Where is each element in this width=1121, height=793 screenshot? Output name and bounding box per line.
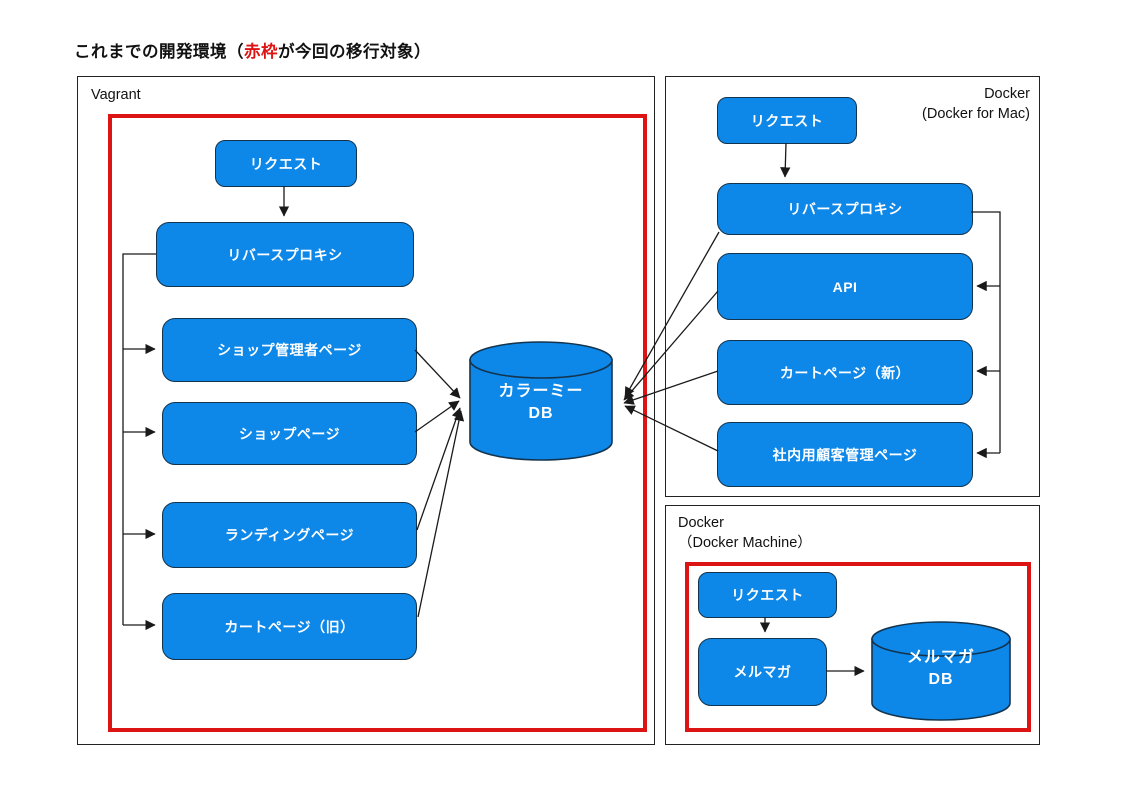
node-label: リバースプロキシ xyxy=(227,246,343,263)
node-label: リクエスト xyxy=(750,112,824,129)
docker-machine-migration-red-frame xyxy=(685,562,1031,732)
docker-mac-label-line2: (Docker for Mac) xyxy=(922,105,1030,122)
node-label: カートページ（旧） xyxy=(224,618,355,635)
vagrant-label: Vagrant xyxy=(91,87,141,103)
node-vagrant-request: リクエスト xyxy=(215,140,357,187)
node-label: メルマガ xyxy=(733,664,792,680)
node-docker-mac-api: API xyxy=(717,253,973,320)
node-vagrant-cart-page-old: カートページ（旧） xyxy=(162,593,417,660)
database-icon xyxy=(871,621,1011,721)
mailmag-db-label-line1: メルマガ xyxy=(906,649,975,666)
node-label: カートページ（新） xyxy=(779,364,911,381)
node-docker-mac-internal-crm-page: 社内用顧客管理ページ xyxy=(717,422,973,487)
node-vagrant-reverse-proxy: リバースプロキシ xyxy=(156,222,414,287)
colorme-db-label-line1: カラーミー xyxy=(498,383,584,400)
mailmag-db-label: メルマガ DB xyxy=(870,647,1012,692)
docker-mac-label: Docker (Docker for Mac) xyxy=(922,85,1030,124)
node-label: リクエスト xyxy=(731,587,804,603)
node-label: リバースプロキシ xyxy=(787,201,903,217)
colorme-db-label: カラーミー DB xyxy=(468,381,614,426)
database-icon xyxy=(469,341,613,461)
colorme-db-cylinder xyxy=(468,340,614,464)
node-label: API xyxy=(832,278,858,295)
colorme-db-label-line2: DB xyxy=(528,405,554,423)
title-suffix: が今回の移行対象） xyxy=(278,43,431,61)
mailmag-db-label-line2: DB xyxy=(928,671,954,689)
node-label: ランディングページ xyxy=(224,527,355,543)
title-highlight: 赤枠 xyxy=(244,43,278,61)
node-docker-machine-request: リクエスト xyxy=(698,572,837,618)
docker-machine-label: Docker （Docker Machine） xyxy=(678,514,812,553)
page-title: これまでの開発環境（赤枠が今回の移行対象） xyxy=(74,38,431,62)
node-docker-machine-mailmag: メルマガ xyxy=(698,638,827,706)
node-vagrant-shop-page: ショップページ xyxy=(162,402,417,465)
docker-mac-label-line1: Docker xyxy=(984,86,1030,102)
node-label: ショップ管理者ページ xyxy=(217,342,362,358)
docker-machine-container: Docker （Docker Machine） xyxy=(665,505,1040,745)
mailmag-db-cylinder xyxy=(870,620,1012,722)
node-docker-mac-reverse-proxy: リバースプロキシ xyxy=(717,183,973,235)
docker-machine-label-line2: （Docker Machine） xyxy=(678,534,812,551)
node-label: ショップページ xyxy=(238,425,341,442)
node-vagrant-shop-admin-page: ショップ管理者ページ xyxy=(162,318,417,382)
node-vagrant-landing-page: ランディングページ xyxy=(162,502,417,568)
node-docker-mac-cart-page-new: カートページ（新） xyxy=(717,340,973,405)
title-prefix: これまでの開発環境（ xyxy=(74,43,244,61)
node-label: 社内用顧客管理ページ xyxy=(772,446,918,463)
node-docker-mac-request: リクエスト xyxy=(717,97,857,144)
docker-machine-label-line1: Docker xyxy=(678,515,724,531)
node-label: リクエスト xyxy=(249,155,323,172)
